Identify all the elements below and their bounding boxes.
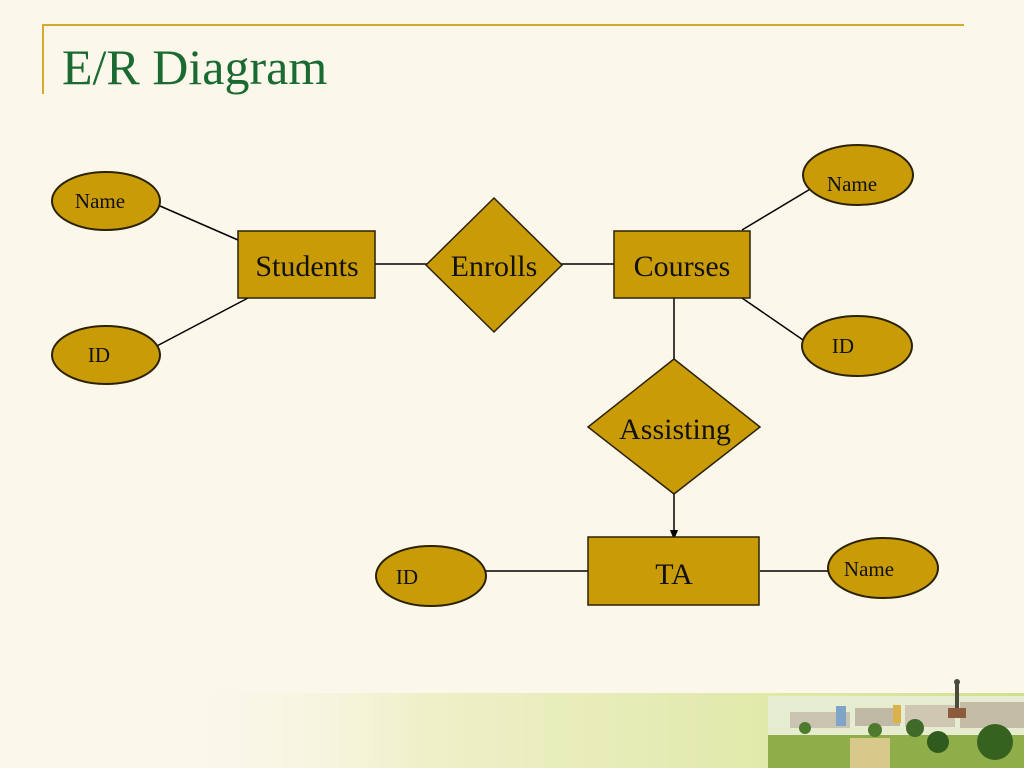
entity-courses: Courses xyxy=(613,230,751,299)
title-rule-top xyxy=(42,24,964,26)
entity-label: Courses xyxy=(634,250,731,283)
edge-courses-name xyxy=(741,187,813,231)
entity-students: Students xyxy=(237,230,376,299)
attribute-ta-id: ID xyxy=(375,545,487,607)
title-rule-left xyxy=(42,24,44,94)
attribute-shape xyxy=(802,144,914,206)
campus-photo xyxy=(768,679,1024,768)
entity-shape xyxy=(613,230,751,299)
entity-shape xyxy=(237,230,376,299)
entity-label: Students xyxy=(255,250,358,283)
attribute-shape xyxy=(51,171,161,231)
attribute-shape xyxy=(375,545,487,607)
relationship-shape xyxy=(424,196,564,334)
attribute-label: ID xyxy=(832,334,854,358)
edge-courses-id xyxy=(741,297,807,343)
relationship-assisting: Assisting xyxy=(586,358,762,495)
attribute-label: ID xyxy=(396,565,418,589)
relationship-label: Assisting xyxy=(619,413,731,446)
attribute-students-name: Name xyxy=(51,171,161,231)
relationship-label: Enrolls xyxy=(451,250,538,283)
attribute-courses-name: Name xyxy=(802,144,914,206)
attribute-label: Name xyxy=(75,189,125,213)
edge-students-id xyxy=(152,297,249,349)
attribute-label: Name xyxy=(827,172,877,196)
footer-decoration xyxy=(170,679,1024,768)
relationship-enrolls: Enrolls xyxy=(424,196,564,334)
attribute-shape xyxy=(827,537,939,599)
attribute-courses-id: ID xyxy=(801,315,913,377)
entity-label: TA xyxy=(655,558,693,591)
entity-ta: TA xyxy=(587,536,760,606)
attribute-shape xyxy=(51,325,161,385)
entity-shape xyxy=(587,536,760,606)
connector-lines xyxy=(152,187,828,572)
attribute-ta-name: Name xyxy=(827,537,939,599)
attribute-label: Name xyxy=(844,557,894,581)
edge-students-name xyxy=(159,205,239,241)
attribute-students-id: ID xyxy=(51,325,161,385)
attribute-label: ID xyxy=(88,343,110,367)
relationship-shape xyxy=(586,358,762,495)
attribute-shape xyxy=(801,315,913,377)
slide-title: E/R Diagram xyxy=(62,39,328,95)
